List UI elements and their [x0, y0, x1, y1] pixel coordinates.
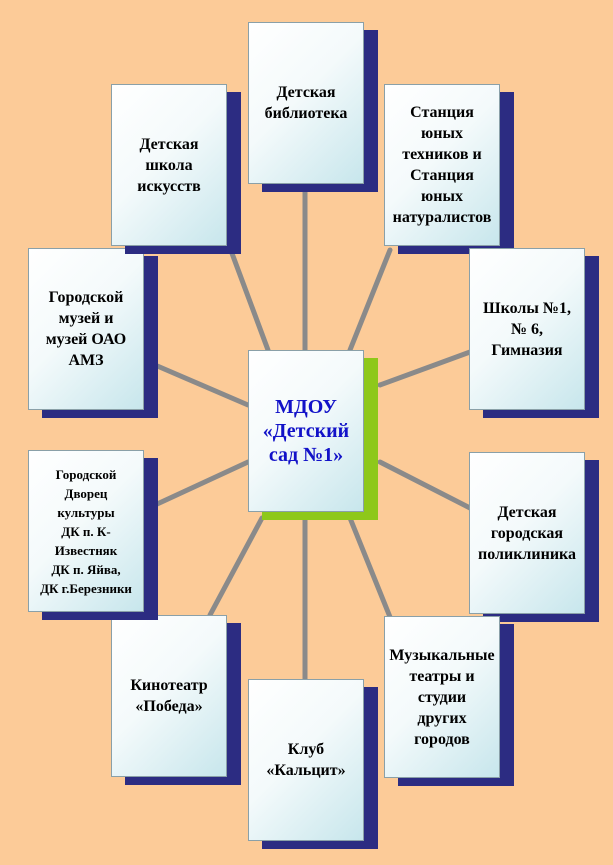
node-museum: Городской музей и музей ОАО АМЗ — [28, 248, 158, 418]
center-node: МДОУ «Детский сад №1» — [248, 350, 378, 520]
node-polyclinic: Детская городская поликлиника — [469, 452, 599, 622]
node-culture-palace-label: Городской Дворец культуры ДК п. К- Извес… — [28, 450, 144, 612]
node-schools: Школы №1, № 6, Гимназия — [469, 248, 599, 418]
connector-museum — [152, 362, 251, 408]
node-art-school-label: Детская школа искусств — [111, 84, 227, 246]
node-young-technicians-label: Станция юных техников и Станция юных нат… — [384, 84, 500, 246]
node-cinema-label: Кинотеатр «Победа» — [111, 615, 227, 777]
connector-art-school — [227, 245, 271, 353]
connector-music-theatres — [347, 515, 393, 620]
node-music-theatres: Музыкальные театры и студии других город… — [384, 616, 514, 786]
node-schools-label: Школы №1, № 6, Гимназия — [469, 248, 585, 410]
connector-schools — [377, 349, 473, 388]
node-music-theatres-label: Музыкальные театры и студии других город… — [384, 616, 500, 778]
node-polyclinic-label: Детская городская поликлиника — [469, 452, 585, 614]
node-art-school: Детская школа искусств — [111, 84, 241, 254]
connector-cinema — [207, 515, 265, 618]
node-cinema: Кинотеатр «Победа» — [111, 615, 241, 785]
node-museum-label: Городской музей и музей ОАО АМЗ — [28, 248, 144, 410]
node-young-technicians: Станция юных техников и Станция юных нат… — [384, 84, 514, 254]
node-club-label: Клуб «Кальцит» — [248, 679, 364, 841]
node-library-label: Детская библиотека — [248, 22, 364, 184]
connector-polyclinic — [377, 459, 473, 511]
node-culture-palace: Городской Дворец культуры ДК п. К- Извес… — [28, 450, 158, 620]
node-club: Клуб «Кальцит» — [248, 679, 378, 849]
node-library: Детская библиотека — [248, 22, 378, 192]
connector-young-technicians — [347, 247, 393, 353]
center-node-label: МДОУ «Детский сад №1» — [248, 350, 364, 512]
connector-culture-palace — [152, 459, 251, 508]
